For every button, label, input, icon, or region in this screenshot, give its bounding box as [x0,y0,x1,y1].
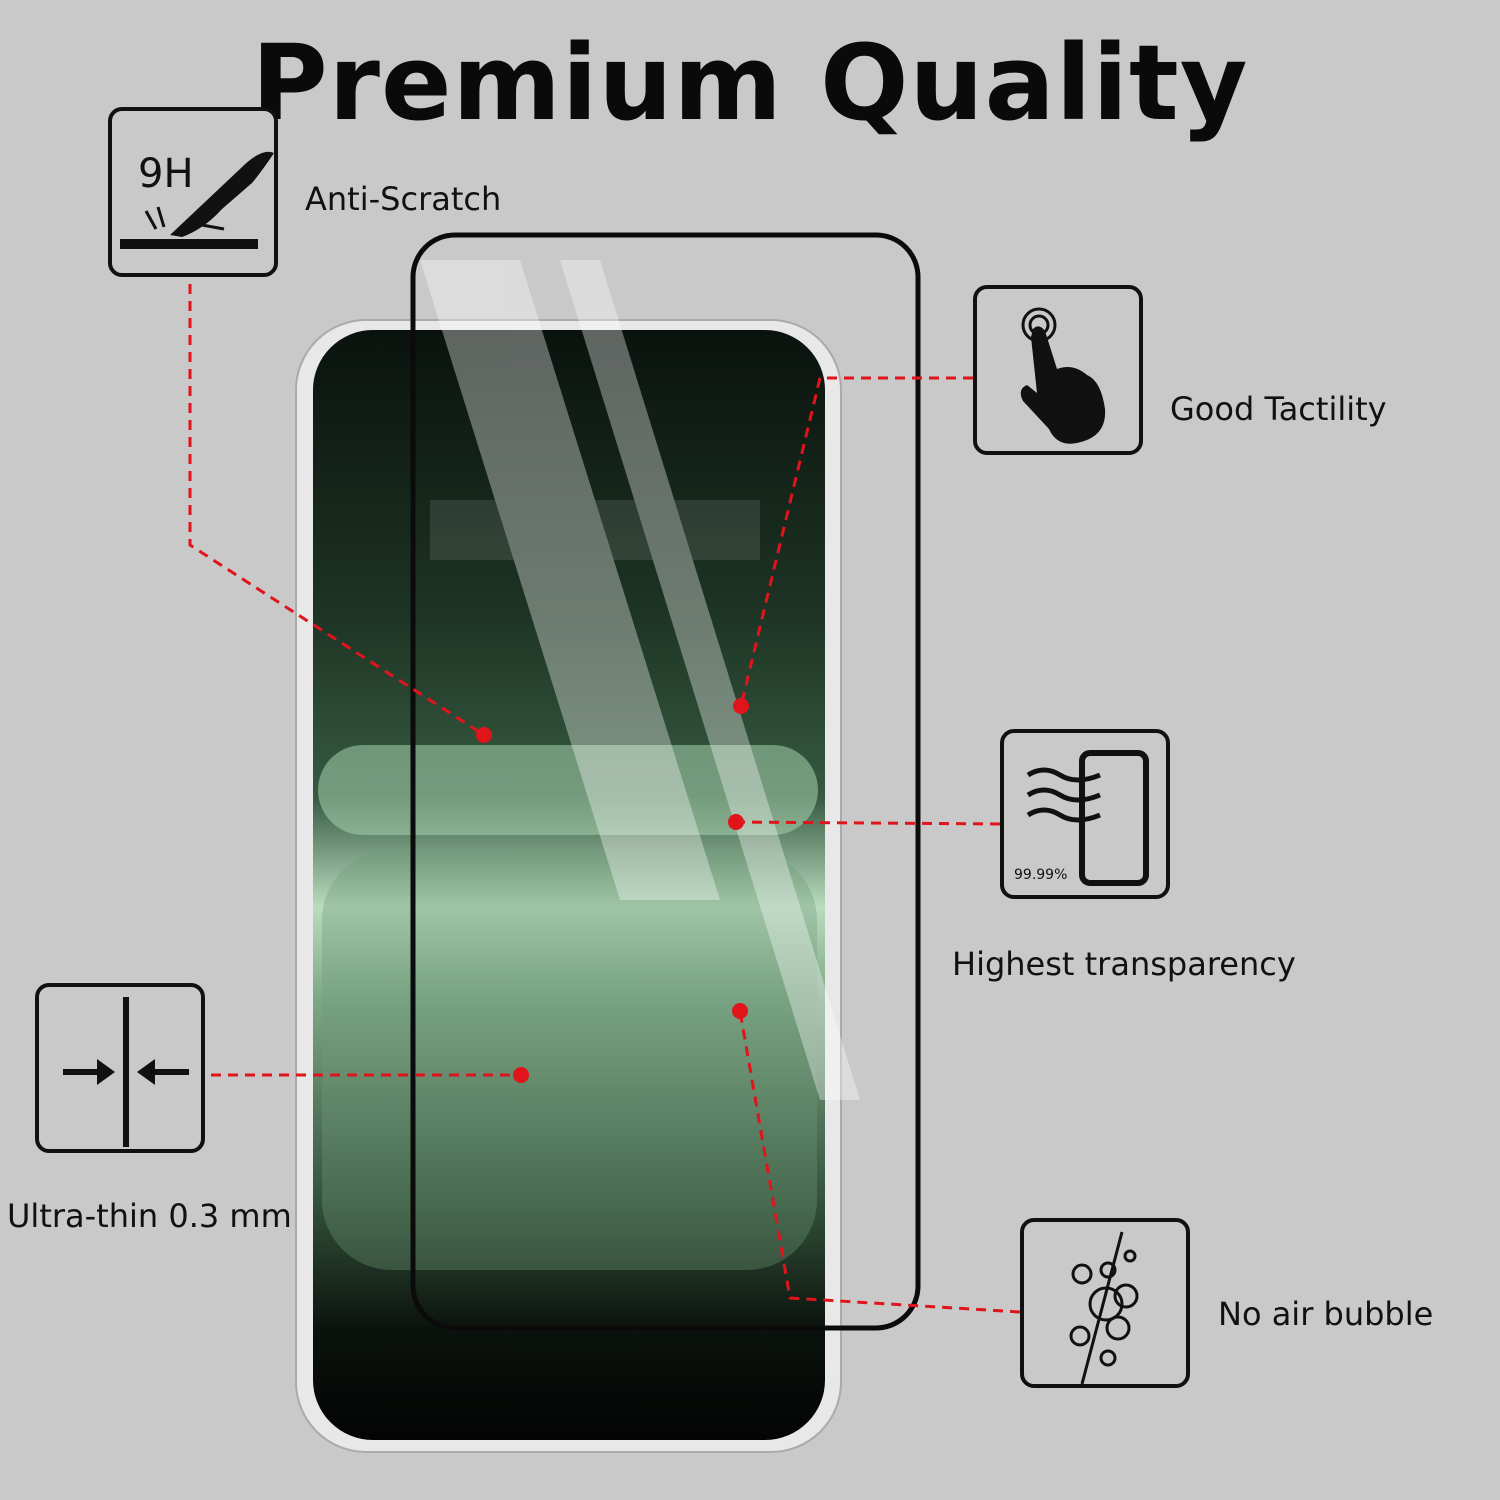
transparency-label: Highest transparency [952,945,1296,983]
glass-reflections [420,260,860,1100]
callout-dot [733,698,749,714]
callout-dot [732,1003,748,1019]
no-bubble-icon-box [1020,1218,1190,1388]
callout-dot [728,814,744,830]
anti-scratch-label: Anti-Scratch [305,180,502,218]
tactility-icon-box [973,285,1143,455]
phone [295,319,842,1453]
callout-dot [476,727,492,743]
no-bubble-icon [1069,1231,1139,1385]
ultra-thin-icon-box [35,983,205,1153]
page-title: Premium Quality [251,22,1249,144]
tactility-label: Good Tactility [1170,390,1387,428]
ultra-thin-label: Ultra-thin 0.3 mm [7,1197,292,1235]
thickness-arrows-icon [63,997,189,1147]
anti-scratch-icon-box: 9H [108,107,278,277]
callout-lines [188,284,1021,1314]
transparency-phone-icon: 99.99% [1014,750,1149,886]
hardness-badge: 9H [138,151,194,197]
finger-touch-icon [1020,307,1106,444]
screen-protector-outline [410,232,921,1331]
transparency-icon-box: 99.99% [1000,729,1170,899]
transparency-percent: 99.99% [1014,867,1067,883]
no-bubble-label: No air bubble [1218,1295,1434,1333]
knife-scratch-icon: 9H [120,151,274,249]
callout-dot [513,1067,529,1083]
